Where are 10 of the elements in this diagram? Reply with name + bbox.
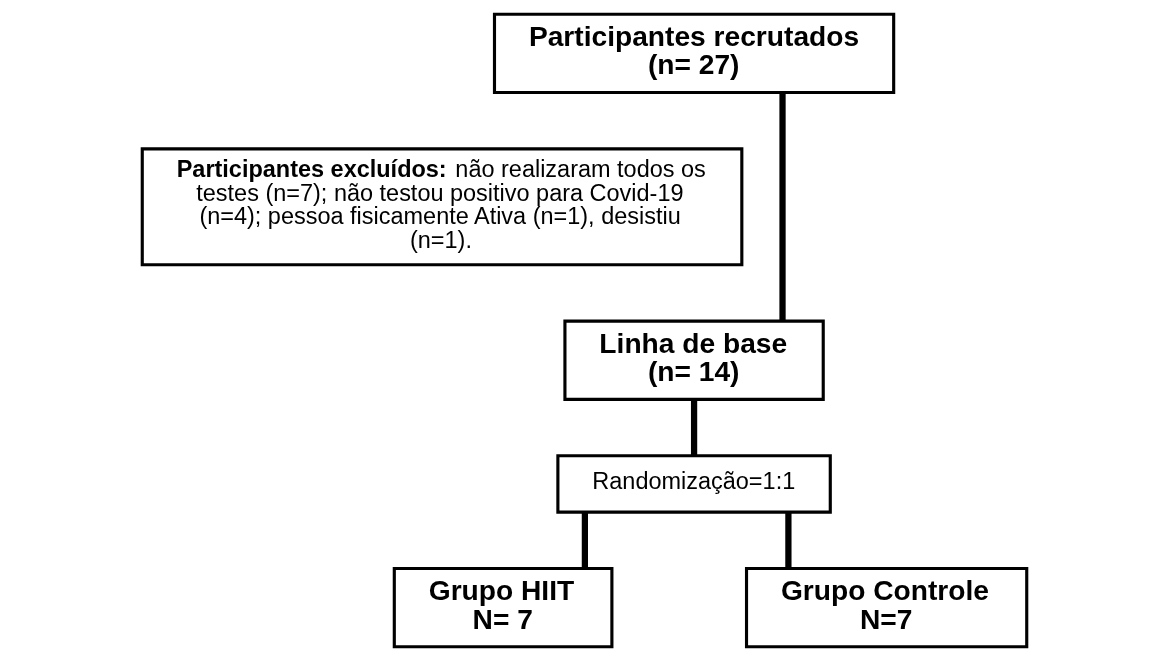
connector xyxy=(779,92,786,321)
connector xyxy=(785,512,792,569)
connector xyxy=(581,512,588,569)
node-box: Grupo HIIT N= 7 xyxy=(392,566,614,649)
node-box: Grupo Controle N=7 xyxy=(744,566,1029,649)
node-box: Linha de base (n= 14) xyxy=(563,319,825,401)
connector xyxy=(690,400,698,456)
node-box: Randomização=1:1 xyxy=(556,454,832,514)
node-box: Participantes recrutados (n= 27) xyxy=(492,12,896,95)
node-box: Participantes excluídos: não realizaram todos os testes (n=7); não testou positivo para Covid-19 (n=4); pessoa fisicamente Ativa (n=1), desistiu (n=1). xyxy=(140,147,744,267)
